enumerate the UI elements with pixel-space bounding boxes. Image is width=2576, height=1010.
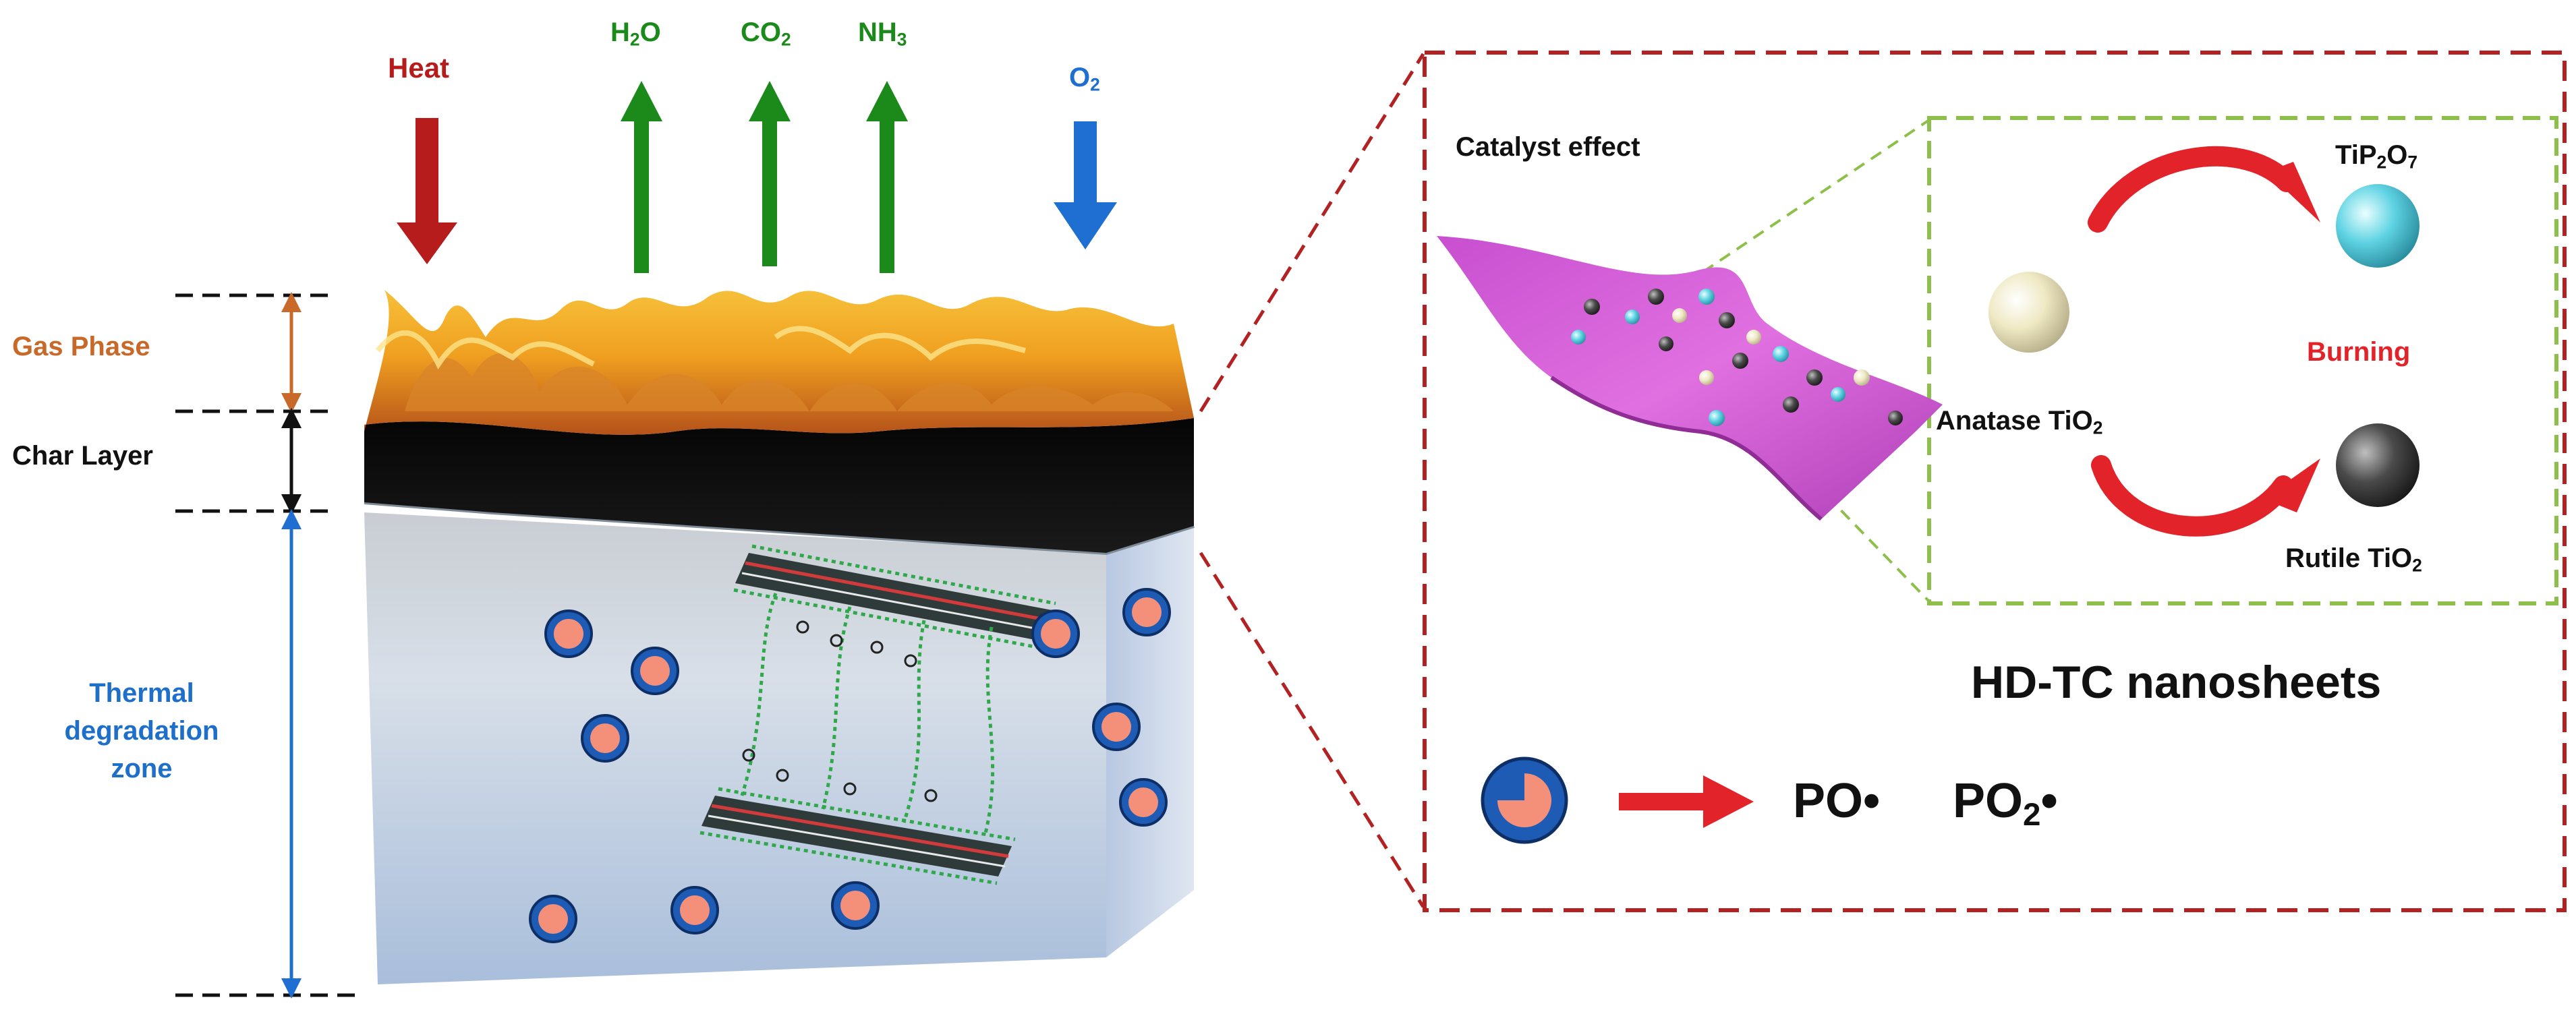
flame-layer [364, 290, 1194, 435]
anatase-sphere [1988, 272, 2069, 353]
catalyst-zoom-line-top [1685, 119, 1930, 285]
tip2o7-label: TiP2O7 [2335, 140, 2418, 173]
rutile-label: Rutile TiO2 [2285, 543, 2422, 576]
h2o-arrow [621, 81, 662, 273]
molecular-linkers [740, 593, 995, 837]
layer-guides [175, 293, 357, 997]
thermal-zone-line-2: degradation [64, 716, 219, 746]
burning-arrow-upper [2088, 146, 2320, 233]
core-shell-particle-large [1481, 756, 1568, 844]
zoom-line-top [1199, 53, 1425, 413]
linker-atoms [742, 620, 938, 802]
nh3-label: NH3 [858, 18, 907, 50]
oxygen-label: O2 [1069, 63, 1100, 95]
tip2o7-sphere [2336, 184, 2420, 268]
catalyst-frame [1927, 116, 2558, 605]
catalyst-effect-label: Catalyst effect [1456, 132, 1640, 162]
thermal-zone-line-1: Thermal [89, 678, 194, 708]
sheet-particles [1571, 289, 1903, 426]
char-layer-band [364, 418, 1194, 553]
gas-phase-label: Gas Phase [12, 332, 150, 361]
burning-label: Burning [2307, 337, 2411, 367]
char-layer-label: Char Layer [12, 441, 153, 471]
co2-label: CO2 [741, 18, 791, 50]
zoom-frame [1423, 51, 2567, 912]
burning-arrow-lower [2091, 455, 2320, 537]
catalyst-zoom-line-bottom [1685, 349, 1930, 603]
oxygen-arrow [1054, 121, 1117, 249]
co2-arrow [749, 81, 791, 266]
anatase-label: Anatase TiO2 [1936, 406, 2103, 438]
heat-label: Heat [388, 52, 450, 84]
radical-po: PO• [1793, 774, 1881, 828]
nanosheet-stack-upper [733, 544, 1056, 649]
heat-arrow [397, 118, 457, 264]
rutile-sphere [2336, 423, 2420, 507]
zoom-line-bottom [1199, 552, 1425, 908]
thermal-zone-label: Thermal degradation zone [44, 674, 239, 788]
magenta-nanosheet [1437, 236, 1943, 521]
nh3-arrow [866, 81, 908, 273]
core-shell-particles [529, 588, 1171, 943]
nanosheet-stack-lower [699, 787, 1016, 885]
h2o-label: H2O [610, 18, 661, 50]
nanosheets-label: HD-TC nanosheets [1971, 657, 2382, 708]
thermal-zone-line-3: zone [111, 754, 173, 783]
radical-po2: PO2• [1953, 774, 2058, 833]
radical-arrow [1619, 775, 1754, 828]
